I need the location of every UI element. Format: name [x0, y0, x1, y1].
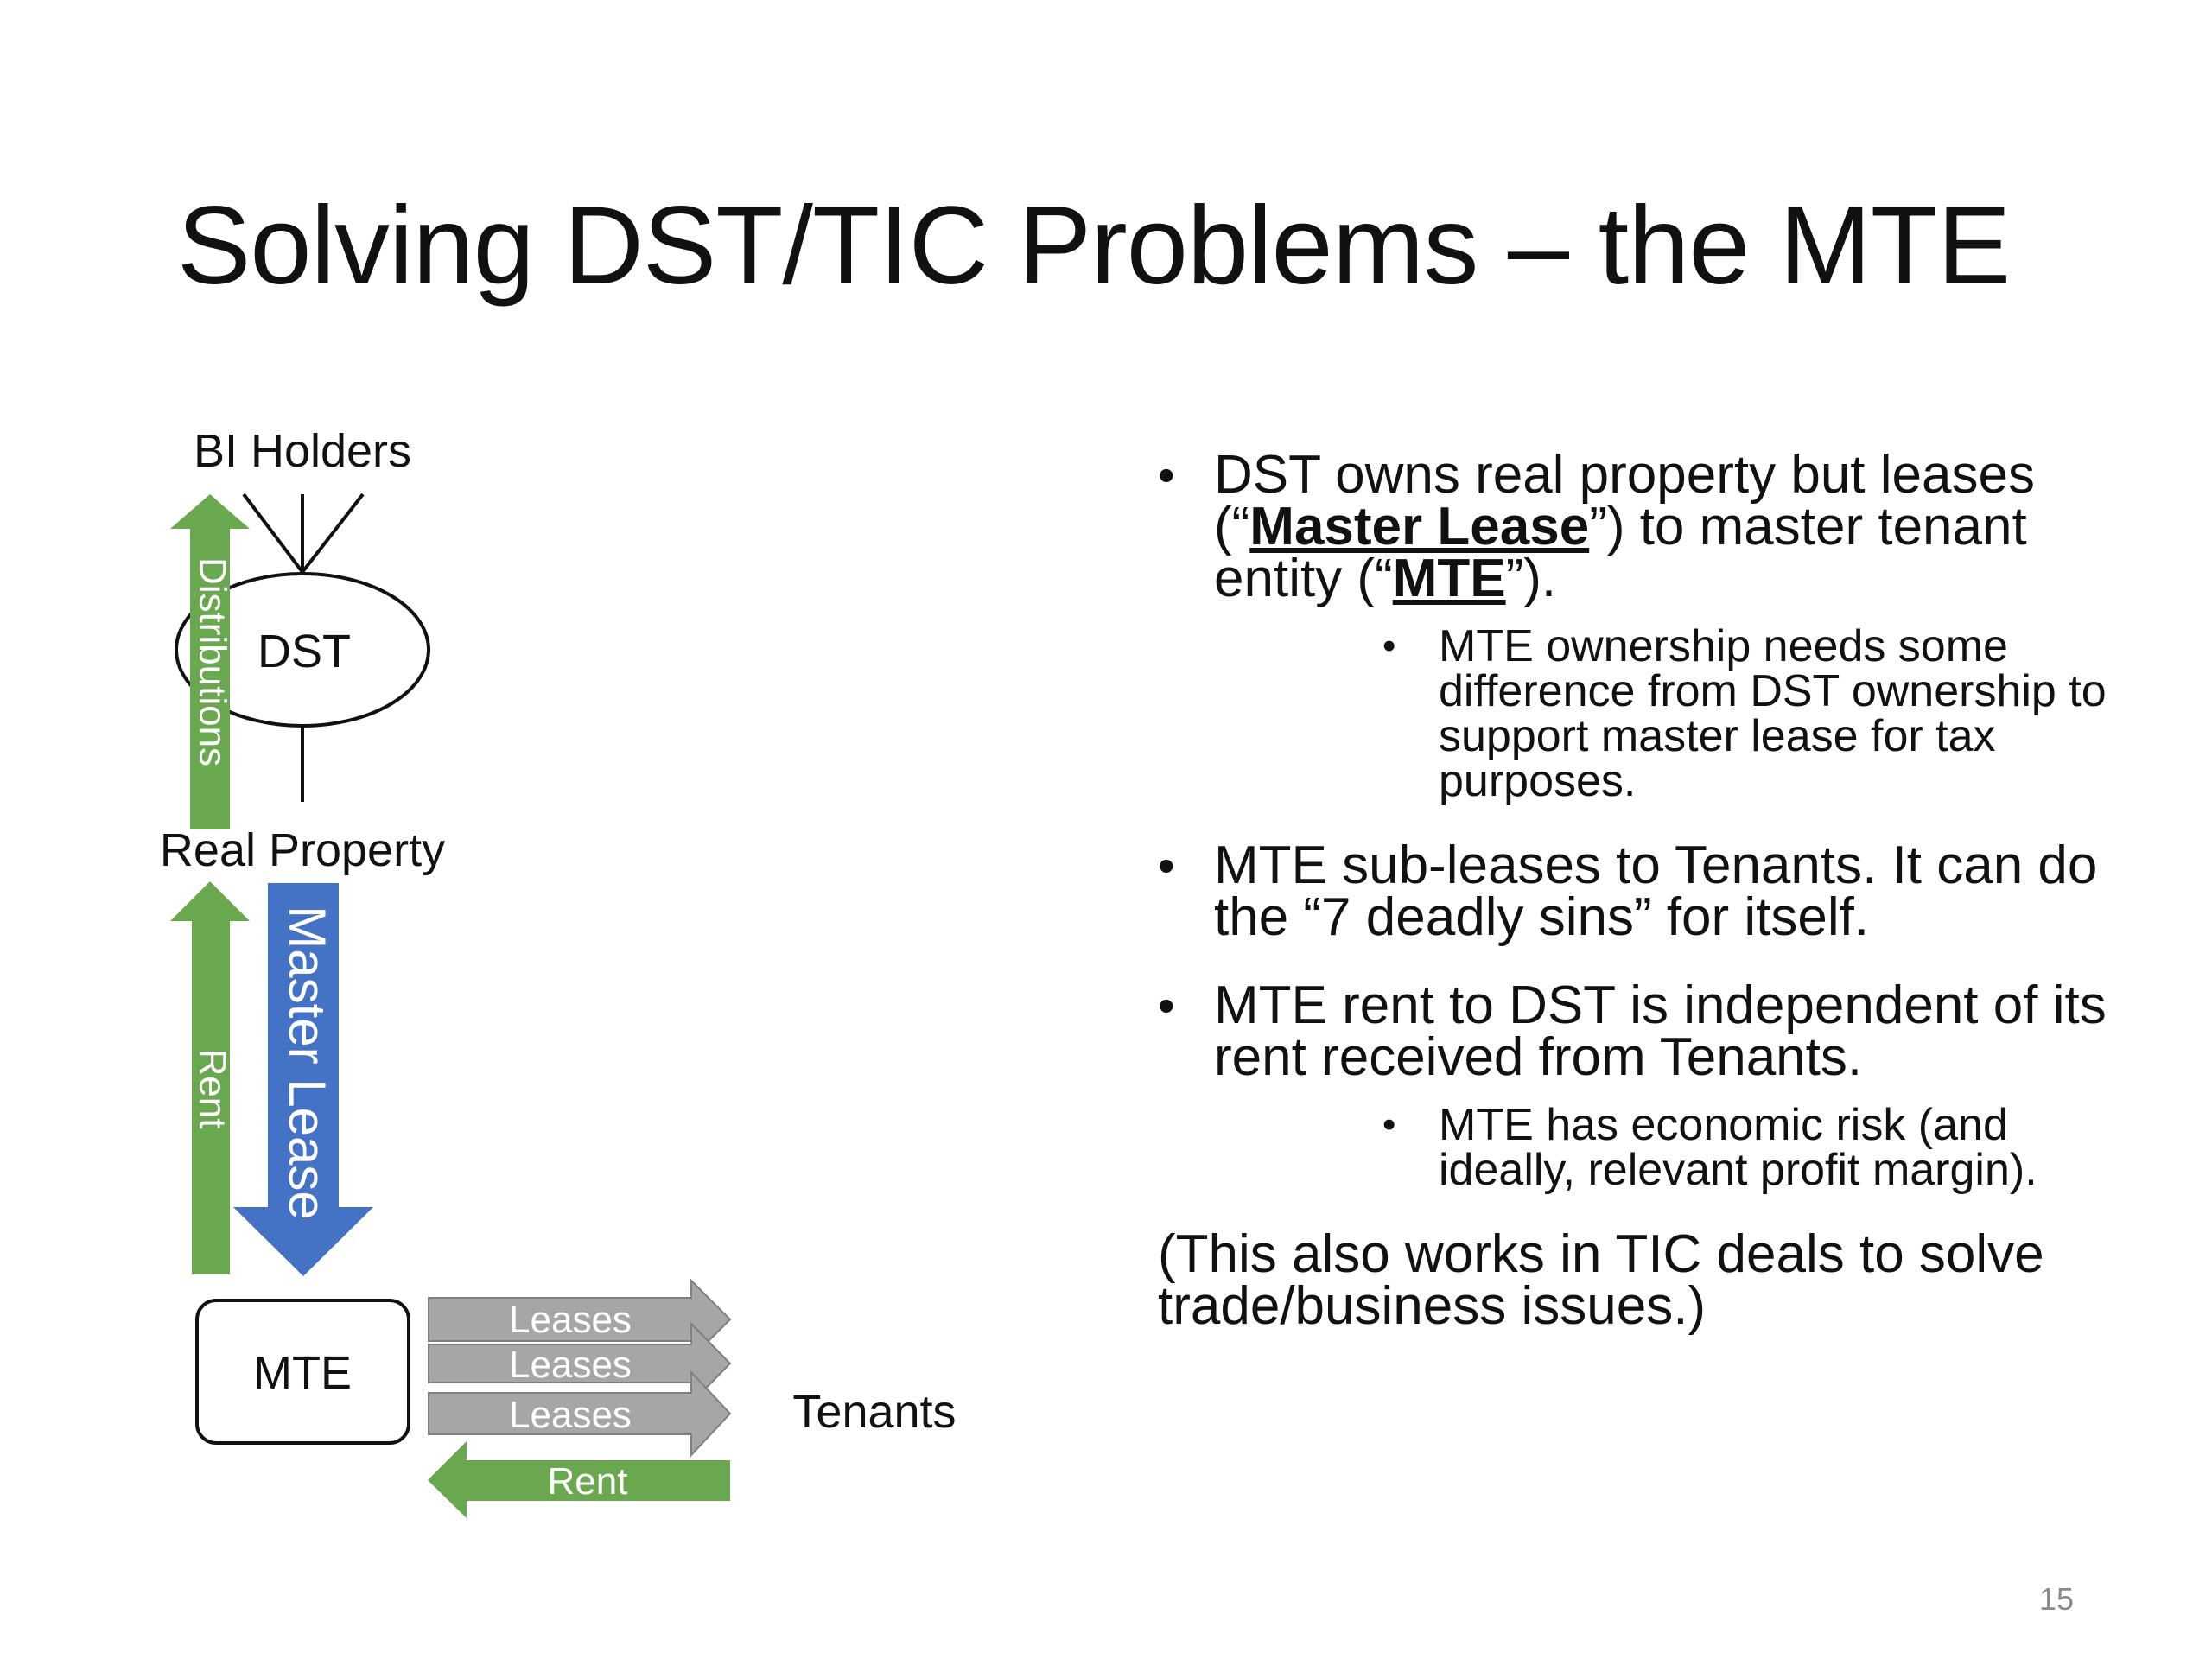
bullet-dst-owns: DST owns real property but leases (“Mast… — [1158, 448, 2117, 804]
leases-label-1: Leases — [509, 1299, 632, 1341]
mte-label: MTE — [253, 1347, 352, 1399]
tenants-label: Tenants — [792, 1386, 956, 1438]
mte-box — [195, 1299, 410, 1445]
leases-arrow-1 — [428, 1278, 732, 1361]
bullet-text: MTE rent to DST is independent of its re… — [1214, 976, 2107, 1087]
real-property-label: Real Property — [160, 824, 445, 876]
page-number: 15 — [2038, 1581, 2074, 1617]
distributions-arrow — [170, 494, 250, 830]
bi-holders-label: BI Holders — [194, 425, 411, 477]
distributions-label: Distributions — [191, 557, 233, 766]
leases-arrow-3 — [428, 1370, 732, 1458]
rent-back-label: Rent — [548, 1460, 628, 1503]
leases-arrow-2 — [428, 1321, 732, 1406]
rent-up-arrow — [170, 881, 250, 1274]
bullet-list: DST owns real property but leases (“Mast… — [1158, 448, 2117, 1336]
sub-bullet-economic-risk: MTE has economic risk (and ideally, rele… — [1382, 1103, 2117, 1192]
master-lease-label: Master Lease — [278, 906, 336, 1220]
leases-label-2: Leases — [509, 1344, 632, 1386]
master-lease-arrow — [233, 883, 373, 1276]
bullet-text: ”). — [1505, 549, 1557, 608]
bullet-sub-leases: MTE sub-leases to Tenants. It can do the… — [1158, 839, 2117, 944]
bi-holder-lines — [242, 493, 365, 574]
bullet-text: DST owns real property but leases (“ — [1214, 445, 2035, 556]
bullet-mte-rent: MTE rent to DST is independent of its re… — [1158, 979, 2117, 1193]
tic-note: (This also works in TIC deals to solve t… — [1158, 1224, 2044, 1336]
slide-title: Solving DST/TIC Problems – the MTE — [177, 184, 2011, 308]
bullet-text: ”) to master tenant entity (“ — [1214, 497, 2027, 608]
sub-bullet-ownership: MTE ownership needs some difference from… — [1382, 624, 2117, 804]
mte-term: MTE — [1392, 549, 1506, 608]
leases-label-3: Leases — [509, 1394, 632, 1436]
rent-up-label: Rent — [191, 1049, 233, 1129]
dst-label: DST — [257, 626, 351, 677]
master-lease-term: Master Lease — [1249, 497, 1590, 556]
rent-back-arrow — [428, 1441, 730, 1518]
